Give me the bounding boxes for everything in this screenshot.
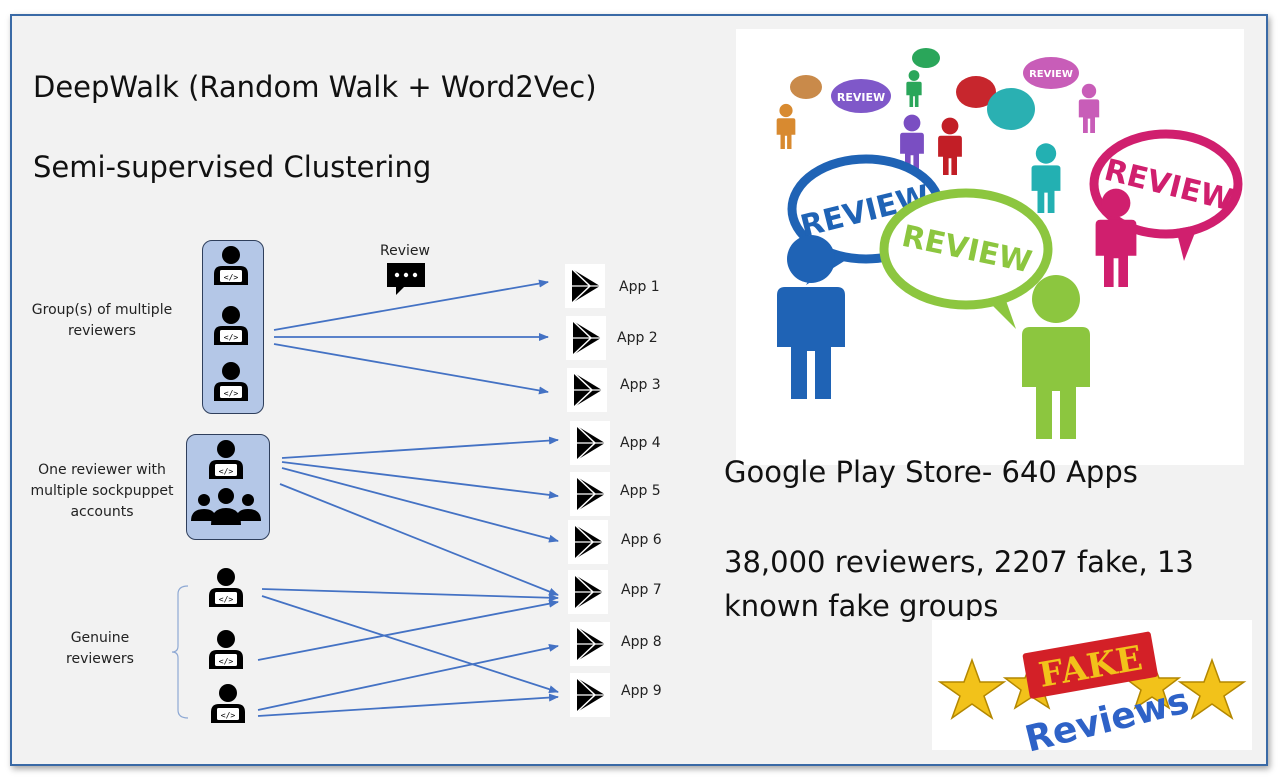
arrow-genuine3-to-app9 [257, 693, 559, 717]
arrow-sock-to-app4 [281, 436, 559, 459]
arrow-sock-to-app6 [281, 467, 559, 543]
person-figure-magenta [1078, 83, 1100, 133]
arrow-genuine1-to-app9 [261, 595, 559, 694]
person-figure-pink [1095, 188, 1137, 287]
arrow-genuine2-to-app7 [257, 599, 559, 661]
fake-reviews-logo: FAKE Reviews [932, 620, 1252, 761]
app-label-7: App 7 [621, 582, 662, 598]
arrow-genuine3-to-app8 [257, 643, 559, 711]
app-label-4: App 4 [620, 435, 661, 451]
app-label-5: App 5 [620, 483, 661, 499]
genuine-bracket [171, 585, 189, 719]
title-clustering: Semi-supervised Clustering [33, 150, 432, 184]
play-store-icon [569, 420, 611, 466]
play-store-icon [566, 367, 608, 413]
play-store-icon [569, 621, 611, 667]
play-store-icon [565, 315, 607, 361]
person-figure-lime [1022, 275, 1090, 439]
reviewer-user-icon [214, 362, 248, 401]
app-label-8: App 8 [621, 634, 662, 650]
person-figure-green-small [906, 70, 922, 107]
dataset-stats: 38,000 reviewers, 2207 fake, 13 known fa… [724, 545, 1194, 623]
label-genuine: Genuine reviewers [66, 630, 134, 667]
svg-text:REVIEW: REVIEW [837, 91, 885, 104]
svg-text:REVIEW: REVIEW [1029, 69, 1073, 80]
group-accounts-icon [191, 488, 261, 525]
reviewer-user-icon [214, 246, 248, 285]
play-store-icon [564, 263, 606, 309]
review-people-illustration: REVIEW REVIEW REVIEW REVIEW REVIEW [736, 29, 1244, 465]
arrow-genuine1-to-app7 [261, 588, 559, 602]
app-label-1: App 1 [619, 279, 660, 295]
dataset-store-line: Google Play Store- 640 Apps [724, 455, 1138, 489]
play-store-icon [569, 471, 611, 517]
person-figure-orange [776, 103, 796, 149]
svg-text:FAKE: FAKE [1036, 638, 1145, 695]
app-label-6: App 6 [621, 532, 662, 548]
arrow-group-to-app3 [273, 343, 549, 395]
app-label-3: App 3 [620, 377, 661, 393]
app-label-2: App 2 [617, 330, 658, 346]
title-deepwalk: DeepWalk (Random Walk + Word2Vec) [33, 70, 597, 104]
label-group-reviewers: Group(s) of multiple reviewers [31, 302, 173, 339]
app-label-9: App 9 [621, 683, 662, 699]
sockpuppet-user-icon [209, 440, 243, 479]
person-figure-blue [777, 235, 845, 399]
play-store-icon [569, 672, 611, 718]
genuine-user-icon [209, 568, 243, 607]
play-store-icon [567, 519, 609, 565]
arrow-sock-to-app7 [279, 483, 559, 596]
genuine-user-icon [211, 684, 245, 723]
person-figure-teal [1031, 143, 1061, 213]
arrow-group-to-app1 [273, 279, 549, 331]
play-store-icon [567, 569, 609, 615]
small-review-bubbles: REVIEW REVIEW [790, 48, 1079, 130]
chat-bubble-icon [387, 263, 425, 295]
genuine-user-icon [209, 630, 243, 669]
review-icon-label: Review [380, 243, 430, 259]
large-review-bubbles: REVIEW REVIEW REVIEW [787, 129, 1243, 329]
reviewer-user-icon [214, 306, 248, 345]
arrow-sock-to-app5 [281, 461, 559, 499]
label-sockpuppet: One reviewer with multiple sockpuppet ac… [30, 462, 174, 520]
person-figure-red [938, 117, 962, 175]
